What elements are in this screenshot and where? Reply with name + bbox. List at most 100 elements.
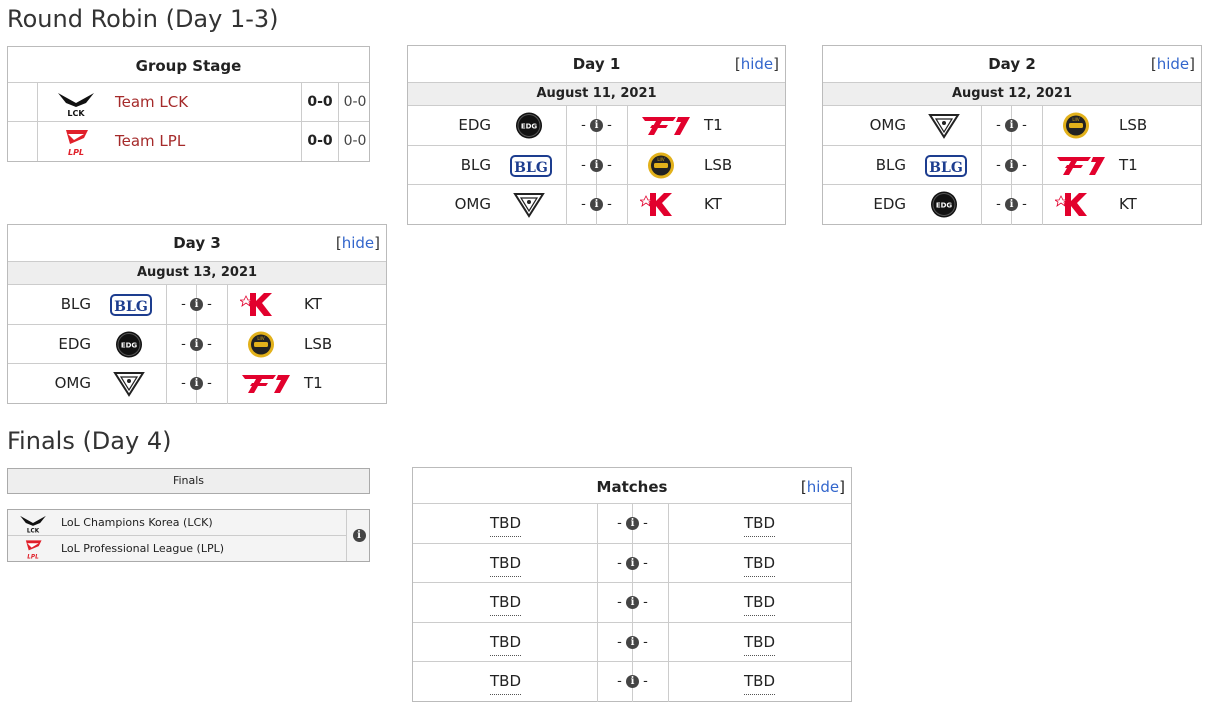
lck-logo[interactable] (56, 89, 96, 117)
team1-name[interactable]: BLG (60, 295, 91, 313)
group-row-lck: Team LCK 0-0 0-0 (8, 83, 369, 122)
info-icon[interactable]: i (190, 377, 203, 390)
score-right: - (643, 634, 648, 650)
omg-logo[interactable] (108, 369, 150, 398)
team1-name[interactable]: BLG (875, 155, 906, 174)
team-link[interactable]: Team LCK (115, 93, 189, 111)
team1-tbd: TBD (490, 629, 522, 656)
hide-toggle: [hide] (336, 225, 380, 261)
hide-link[interactable]: hide (341, 234, 375, 252)
t1-logo[interactable] (640, 111, 692, 140)
team1-name[interactable]: OMG (454, 195, 491, 213)
lsb-logo[interactable] (640, 151, 692, 180)
team2-name[interactable]: KT (304, 295, 322, 313)
day-header: Day 3[hide] (8, 225, 386, 261)
info-icon[interactable]: i (590, 198, 603, 211)
match-score-cell: - i - (166, 364, 227, 404)
match-score-cell: - i - (166, 324, 227, 363)
bracket-close: ] (374, 234, 380, 252)
day-header: Day 2[hide] (823, 46, 1201, 82)
info-icon[interactable]: i (590, 119, 603, 132)
match-row: OMG- i -LSB (823, 106, 1201, 146)
match-date: August 11, 2021 (408, 82, 785, 106)
team1-tbd: TBD (490, 589, 522, 616)
t1-logo[interactable] (240, 369, 292, 398)
hide-link[interactable]: hide (806, 478, 840, 496)
score-left: - (996, 157, 1001, 173)
hide-link[interactable]: hide (740, 55, 774, 73)
info-icon[interactable]: i (1005, 119, 1018, 132)
finals-team-name[interactable]: LoL Professional League (LPL) (61, 542, 225, 555)
team2-name[interactable]: T1 (704, 116, 723, 134)
info-icon[interactable]: i (626, 517, 639, 530)
info-icon[interactable]: i (190, 298, 203, 311)
bracket-open: [ (335, 234, 342, 252)
info-icon[interactable]: i (626, 556, 639, 570)
blg-logo[interactable] (108, 290, 150, 319)
score-left: - (581, 197, 586, 212)
team1-name[interactable]: EDG (458, 116, 491, 134)
match-info-cell[interactable]: i (346, 510, 371, 561)
finals-team-name[interactable]: LoL Champions Korea (LCK) (61, 516, 213, 529)
omg-logo[interactable] (923, 111, 965, 140)
lpl-logo[interactable] (56, 128, 96, 156)
info-icon[interactable]: i (1005, 198, 1018, 211)
t1-logo[interactable] (1055, 151, 1107, 180)
team1-name[interactable]: EDG (58, 334, 91, 353)
team2-name[interactable]: T1 (1119, 155, 1138, 174)
info-icon[interactable]: i (626, 675, 639, 688)
score-right: - (607, 197, 612, 212)
kt-logo[interactable] (1055, 190, 1107, 219)
edg-logo[interactable] (508, 111, 550, 140)
day-header: Day 1[hide] (408, 46, 785, 82)
hide-link[interactable]: hide (1156, 55, 1190, 73)
blg-logo[interactable] (508, 151, 550, 180)
score-right: - (207, 297, 212, 312)
info-icon[interactable]: i (352, 528, 366, 542)
finals-bracket: LoL Champions Korea (LCK) LoL Profession… (7, 509, 370, 562)
team2-name[interactable]: KT (1119, 195, 1137, 213)
finals-team-row: LoL Champions Korea (LCK) (8, 510, 346, 536)
score-right: - (207, 336, 212, 352)
team2-name[interactable]: KT (704, 195, 722, 213)
match-date: August 12, 2021 (823, 82, 1201, 106)
omg-logo[interactable] (508, 190, 550, 219)
score-right: - (1022, 157, 1027, 173)
info-icon[interactable]: i (190, 337, 203, 351)
team1-name[interactable]: EDG (873, 195, 906, 213)
matches-header: Matches [hide] (413, 468, 851, 504)
team2-name[interactable]: LSB (704, 155, 733, 174)
team2-name[interactable]: LSB (1119, 116, 1148, 134)
edg-logo[interactable] (923, 190, 965, 219)
tbd-match-row: TBD- i -TBD (413, 662, 851, 702)
team2-name[interactable]: LSB (304, 334, 333, 353)
kt-logo[interactable] (640, 190, 692, 219)
lsb-logo[interactable] (1055, 111, 1107, 140)
team2-tbd: TBD (744, 629, 776, 656)
match-score-cell: - i - (166, 285, 227, 324)
team-link[interactable]: Team LPL (115, 132, 186, 150)
info-icon[interactable]: i (590, 158, 603, 172)
edg-logo[interactable] (108, 330, 150, 359)
info-icon[interactable]: i (1005, 158, 1018, 172)
score-left: - (617, 555, 622, 571)
score-left: - (181, 376, 186, 391)
team1-name[interactable]: BLG (460, 155, 491, 174)
lsb-logo[interactable] (240, 330, 292, 359)
match-row: OMG - i - T1 (8, 364, 386, 404)
match-score: 0-0 (301, 83, 338, 121)
kt-logo[interactable] (240, 290, 292, 319)
group-row-lpl: Team LPL 0-0 0-0 (8, 122, 369, 161)
team1-name[interactable]: OMG (54, 374, 91, 392)
info-icon[interactable]: i (626, 635, 639, 649)
blg-logo[interactable] (923, 151, 965, 180)
team1-name[interactable]: OMG (869, 116, 906, 134)
match-score-cell: - i - (566, 145, 627, 184)
day-title: Day 1 (572, 55, 621, 73)
team2-name[interactable]: T1 (304, 374, 323, 392)
info-icon[interactable]: i (626, 596, 639, 609)
match-row: BLG - i - T1 (823, 145, 1201, 185)
match-row: EDG- i -KT (823, 185, 1201, 225)
